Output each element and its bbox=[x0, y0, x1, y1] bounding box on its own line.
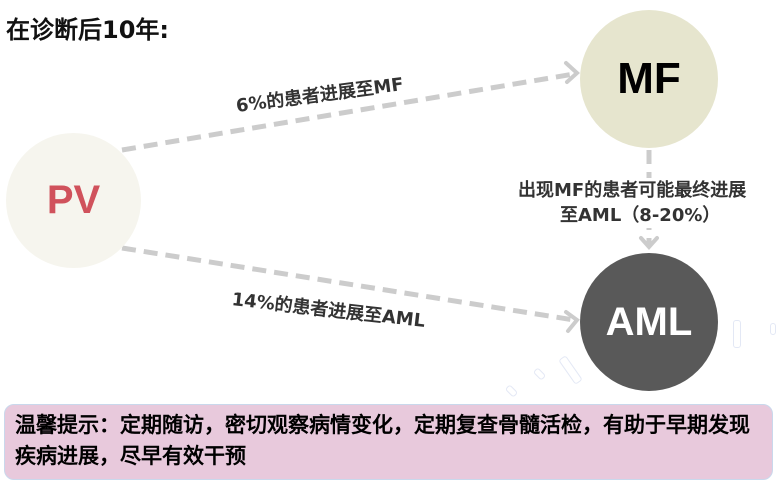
arrowhead-mf-icon bbox=[564, 61, 580, 84]
node-aml: AML bbox=[580, 253, 718, 391]
arrowhead-aml-icon bbox=[564, 310, 580, 333]
arrowhead-down-icon bbox=[639, 236, 659, 251]
node-mf-label: MF bbox=[617, 54, 681, 103]
decoration-shape bbox=[770, 323, 776, 335]
node-aml-label: AML bbox=[605, 299, 693, 344]
edge-label-mf-aml: 出现MF的患者可能最终进展 至AML（8-20%） bbox=[518, 178, 747, 228]
node-mf: MF bbox=[580, 10, 718, 148]
node-pv: PV bbox=[6, 133, 141, 268]
edge-label-mf-aml-line2: 至AML（8-20%） bbox=[560, 205, 721, 226]
tip-box: 温馨提示：定期随访，密切观察病情变化，定期复查骨髓活检，有助于早期发现疾病进展，… bbox=[4, 404, 773, 480]
arrow-pv-to-mf bbox=[121, 71, 575, 153]
arrow-pv-to-aml bbox=[121, 245, 575, 323]
node-pv-label: PV bbox=[46, 178, 101, 222]
page-title: 在诊断后10年: bbox=[6, 16, 169, 44]
decoration-shape bbox=[733, 320, 741, 348]
tip-text: 温馨提示：定期随访，密切观察病情变化，定期复查骨髓活检，有助于早期发现疾病进展，… bbox=[15, 413, 750, 468]
edge-label-mf-aml-line1: 出现MF的患者可能最终进展 bbox=[518, 180, 747, 201]
